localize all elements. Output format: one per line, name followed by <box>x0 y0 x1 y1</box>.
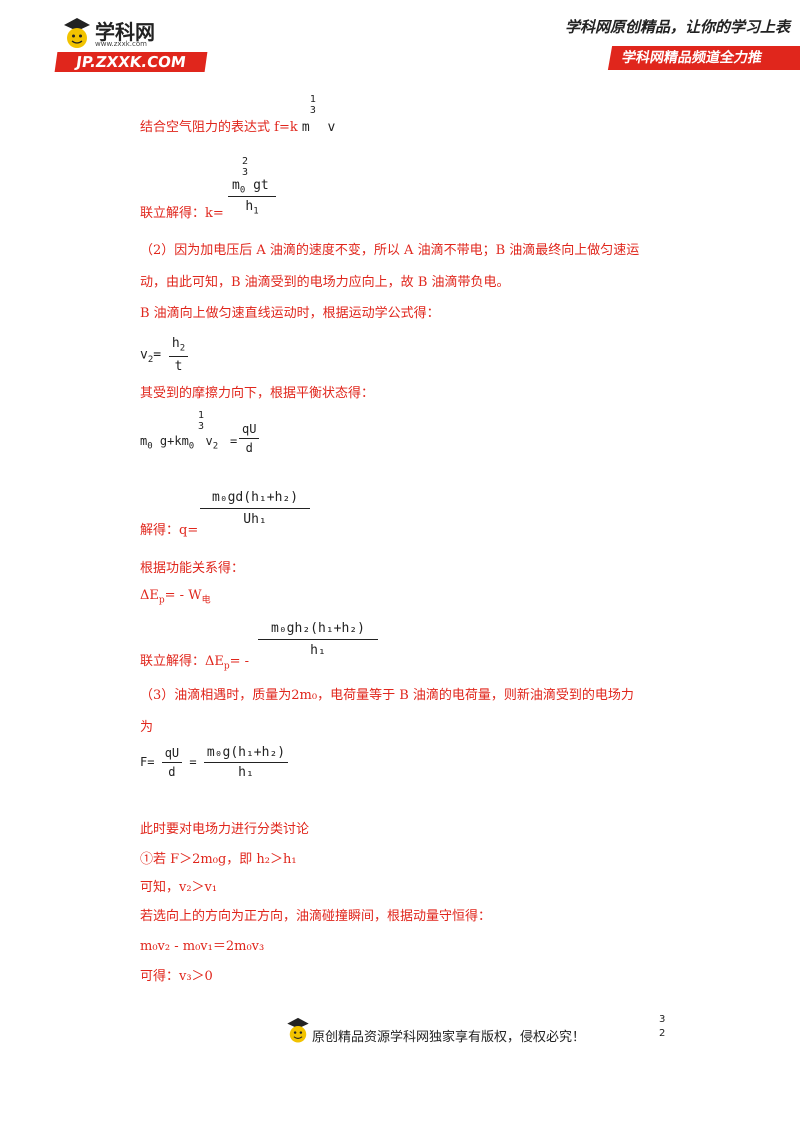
footer-copyright: 原创精品资源学科网独家享有版权，侵权必究！ <box>312 1030 586 1045</box>
channel-banner[interactable]: 学科网精品频道全力推 <box>607 46 800 70</box>
q-solution-label: 解得：q= <box>140 523 199 538</box>
logo-text: 学科网 <box>95 20 155 44</box>
case1-momentum-intro: 若选向上的方向为正方向，油滴碰撞瞬间，根据动量守恒得： <box>140 909 492 924</box>
delta-ep-solution: 联立解得：ΔEp= - <box>140 654 250 672</box>
force-equation: F= qU d = m₀g(h₁+h₂) h₁ <box>140 745 289 780</box>
exponent-fraction: 1 3 <box>198 410 205 432</box>
logo-banner[interactable]: JP.ZXXK.COM <box>54 52 208 72</box>
para3-line2: 为 <box>140 720 154 735</box>
force-fraction-1: qU d <box>161 746 183 779</box>
logo-small-url: www.zxxk.com <box>95 40 147 48</box>
balance-fraction: qU d <box>239 422 260 455</box>
momentum-equation: m₀v₂ - m₀v₁＝2m₀v₃ <box>140 939 265 954</box>
friction-line: 其受到的摩擦力向下，根据平衡状态得： <box>140 386 375 401</box>
exponent-fraction: 1 3 <box>309 94 316 116</box>
result-line: 可得：v₃＞0 <box>140 969 213 984</box>
para2-line2: 动，由此可知，B 油滴受到的电场力应向上，故 B 油滴带负电。 <box>140 275 510 290</box>
discuss-line: 此时要对电场力进行分类讨论 <box>140 822 310 837</box>
case1-conclusion: 可知，v₂＞v₁ <box>140 880 218 895</box>
q-fraction: m₀gd(h₁+h₂) Uh₁ <box>200 490 310 527</box>
delta-ep-fraction: m₀gh₂(h₁+h₂) h₁ <box>258 621 378 658</box>
delta-ep-line: ΔEp= - W电 <box>140 588 211 606</box>
footer-mascot-icon <box>287 1017 309 1043</box>
k-fraction: 2 3 m0 gt h1 <box>228 156 276 217</box>
header-slogan: 学科网原创精品，让你的学习上表 <box>565 18 791 36</box>
v2-fraction: h2 t <box>168 336 189 374</box>
force-fraction-2: m₀g(h₁+h₂) h₁ <box>203 745 289 780</box>
para2-line3: B 油滴向上做匀速直线运动时，根据运动学公式得： <box>140 306 440 321</box>
line-air-resistance: 结合空气阻力的表达式 f=k m 1 3 v <box>140 94 336 135</box>
mascot-logo-icon <box>64 18 90 48</box>
v2-equation: v2= h2 t <box>140 336 189 374</box>
case1-line: ①若 F＞2m₀g，即 h₂＞h₁ <box>140 852 297 867</box>
header: 学科网 www.zxxk.com JP.ZXXK.COM 学科网原创精品，让你的… <box>0 0 800 80</box>
page-number: 3 2 <box>659 1014 666 1039</box>
para2-line1: （2）因为加电压后 A 油滴的速度不变，所以 A 油滴不带电；B 油滴最终向上做… <box>140 243 640 258</box>
energy-line: 根据功能关系得： <box>140 561 245 576</box>
line-k-solution: 联立解得：k= <box>140 206 224 221</box>
para3-line1: （3）油滴相遇时，质量为2m₀，电荷量等于 B 油滴的电荷量，则新油滴受到的电场… <box>140 688 634 703</box>
